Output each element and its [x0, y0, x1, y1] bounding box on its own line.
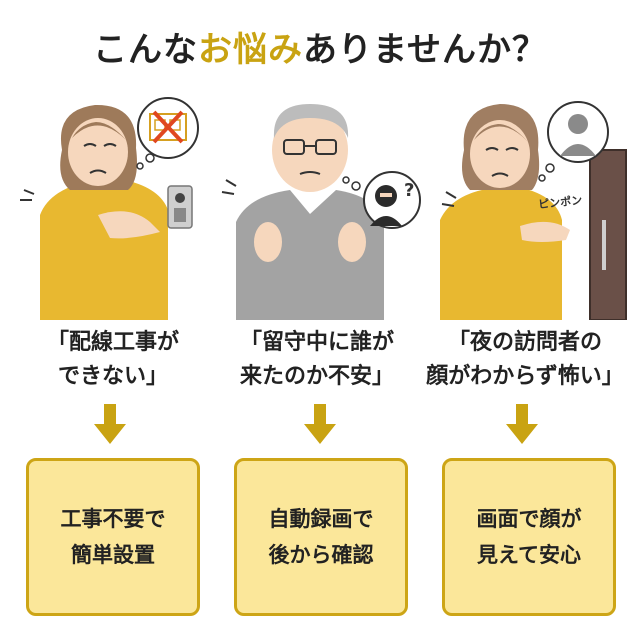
- solution-box-2: 自動録画で 後から確認: [234, 458, 408, 616]
- solution-box-3: 画面で顔が 見えて安心: [442, 458, 616, 616]
- solution-line-2: 簡単設置: [71, 543, 155, 567]
- solution-line-2: 後から確認: [268, 543, 374, 567]
- worry-text-3: 「夜の訪問者の 顔がわからず怖い」: [420, 326, 630, 394]
- solution-line-2: 見えて安心: [477, 543, 581, 567]
- svg-text:?: ?: [404, 180, 414, 201]
- solution-line-1: 工事不要で: [60, 507, 166, 531]
- title-accent: お悩み: [198, 30, 303, 70]
- chime-text: ピンポン: [538, 193, 583, 212]
- solution-box-1: 工事不要で 簡単設置: [26, 458, 200, 616]
- down-arrow-icon: [94, 404, 126, 444]
- illustrations: ? ピンポン: [20, 97, 627, 320]
- worried-woman-illustration: [20, 97, 199, 320]
- worry-line-1: 「配線工事が: [46, 330, 179, 355]
- worry-line-2: 顔がわからず怖い」: [426, 364, 624, 389]
- down-arrow-icon: [304, 404, 336, 444]
- worry-text-2: 「留守中に誰が 来たのか不安」: [212, 326, 422, 394]
- solution-line-1: 自動録画で: [268, 507, 374, 531]
- worry-line-1: 「夜の訪問者の: [447, 330, 602, 355]
- solution-line-1: 画面で顔が: [476, 507, 582, 531]
- worry-line-2: できない」: [57, 364, 168, 389]
- worried-man-illustration: ?: [221, 104, 421, 320]
- worried-woman-door-illustration: ピンポン: [440, 101, 627, 320]
- down-arrow-icon: [506, 404, 538, 444]
- title-suffix: ありませんか？: [303, 30, 547, 70]
- page-title: こんなお悩みありませんか？: [0, 22, 640, 71]
- title-prefix: こんな: [93, 30, 198, 70]
- worry-line-2: 来たのか不安」: [239, 364, 394, 389]
- worry-line-1: 「留守中に誰が: [239, 330, 394, 355]
- worry-text-1: 「配線工事が できない」: [8, 326, 218, 394]
